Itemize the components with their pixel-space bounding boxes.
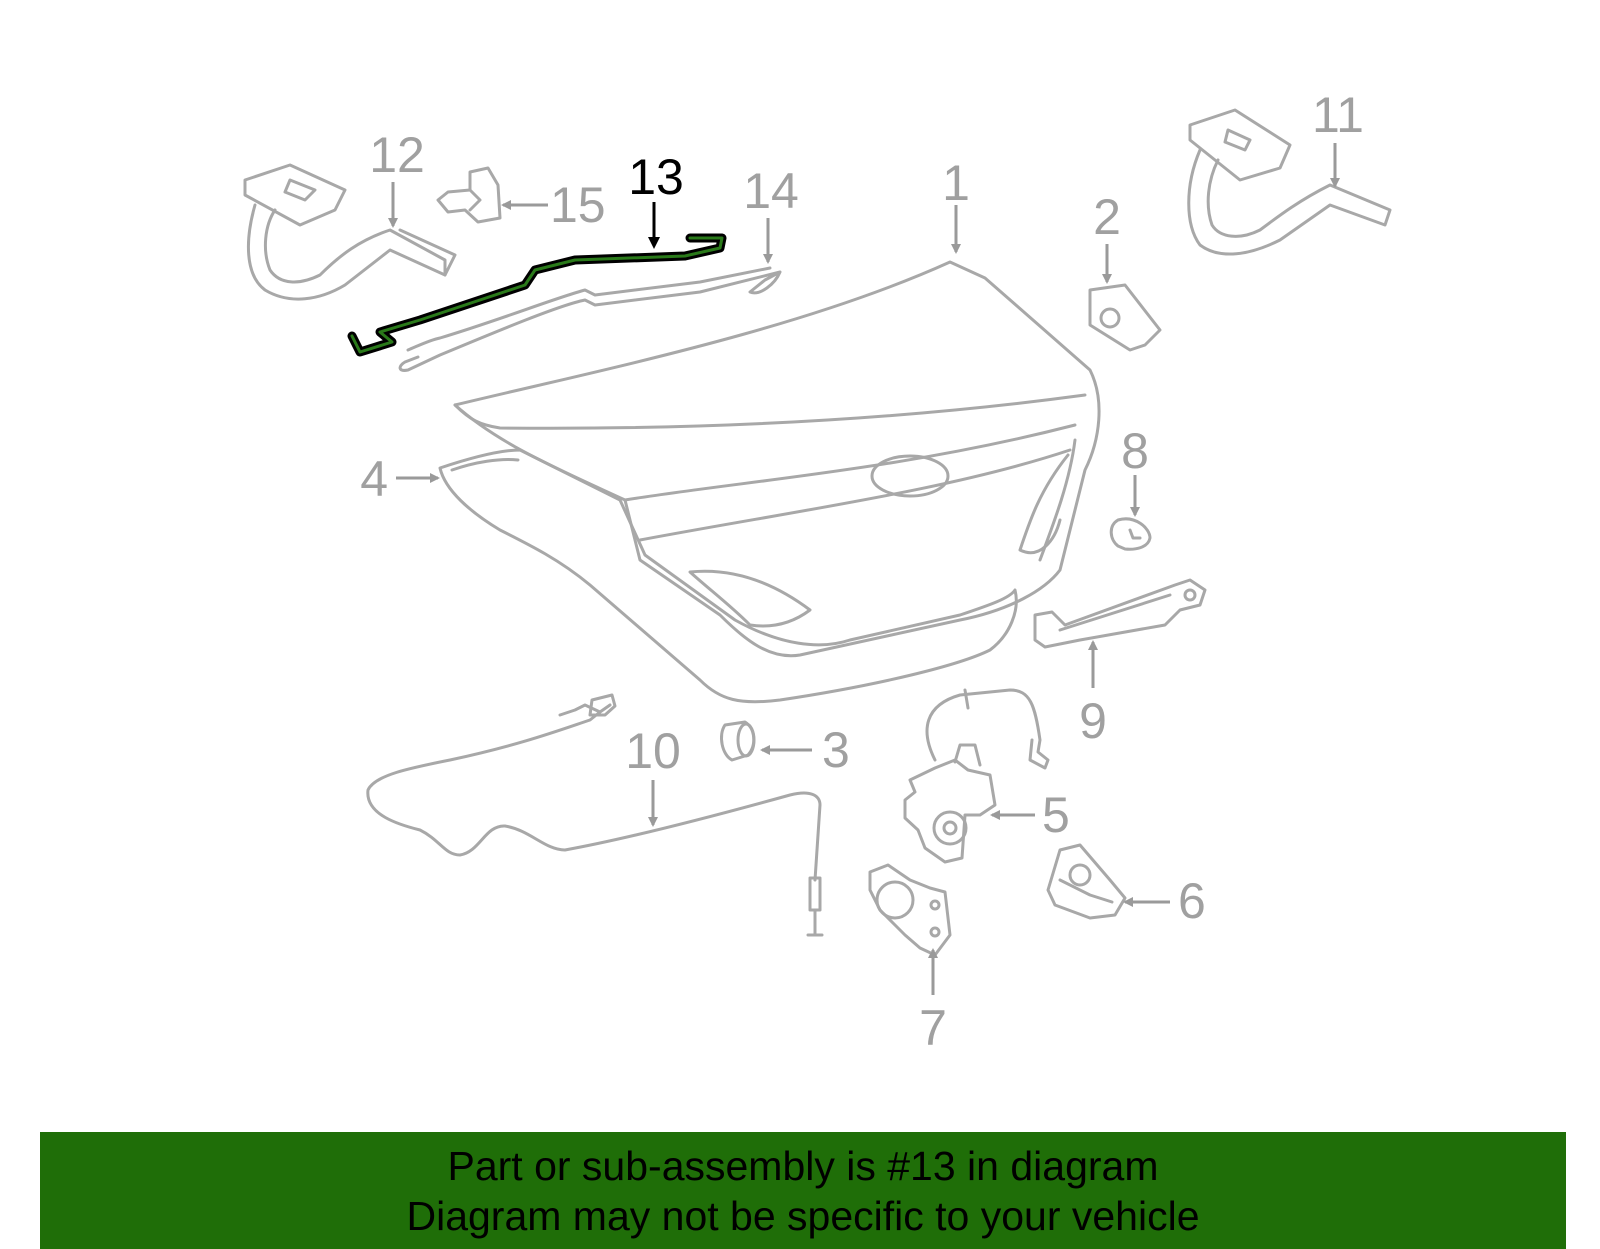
part-11-right-hinge [1187, 108, 1392, 256]
part-4-weatherstrip [438, 448, 1018, 704]
part-10-release-cable [366, 693, 824, 937]
part-5-lock-assembly [903, 688, 1050, 864]
svg-text:8: 8 [1121, 423, 1149, 479]
part-12-left-hinge [243, 163, 457, 301]
part-14-torsion-bar [398, 266, 782, 372]
callout-14: 14 [743, 163, 799, 264]
svg-text:1: 1 [942, 155, 970, 211]
info-banner: Part or sub-assembly is #13 in diagram D… [40, 1132, 1566, 1249]
callout-15: 15 [501, 177, 606, 233]
callout-4: 4 [360, 451, 440, 507]
callout-11: 11 [1312, 87, 1364, 188]
svg-text:15: 15 [550, 177, 606, 233]
callout-13-highlighted: 13 [628, 149, 684, 249]
svg-text:4: 4 [360, 451, 388, 507]
part-15-clip [436, 166, 502, 224]
svg-text:7: 7 [919, 1000, 947, 1056]
part-2-stopper [1088, 283, 1162, 352]
part-9-bracket [1033, 578, 1207, 649]
callout-12: 12 [369, 127, 425, 228]
part-13-torsion-bar-highlighted [347, 233, 727, 357]
svg-text:3: 3 [822, 722, 850, 778]
part-6-cover [1046, 843, 1127, 920]
callout-1: 1 [942, 155, 970, 254]
banner-line-part-number: Part or sub-assembly is #13 in diagram [447, 1142, 1159, 1189]
banner-line-disclaimer: Diagram may not be specific to your vehi… [406, 1192, 1200, 1239]
part-7-cover [868, 863, 952, 957]
callout-9: 9 [1079, 640, 1107, 749]
svg-text:11: 11 [1312, 87, 1364, 143]
callout-10: 10 [625, 723, 681, 827]
svg-text:14: 14 [743, 163, 799, 219]
svg-text:6: 6 [1178, 873, 1206, 929]
svg-text:9: 9 [1079, 693, 1107, 749]
part-3-cushion [720, 720, 756, 762]
svg-text:13: 13 [628, 149, 684, 205]
part-8-cushion [1109, 517, 1152, 551]
svg-text:10: 10 [625, 723, 681, 779]
callout-7: 7 [919, 948, 947, 1056]
callout-5: 5 [990, 787, 1070, 843]
callout-6: 6 [1123, 873, 1206, 929]
svg-text:12: 12 [369, 127, 425, 183]
callout-3: 3 [760, 722, 850, 778]
part-1-trunk-lid [453, 260, 1101, 658]
svg-text:5: 5 [1042, 787, 1070, 843]
svg-text:2: 2 [1093, 189, 1121, 245]
callout-2: 2 [1093, 189, 1121, 284]
callout-8: 8 [1121, 423, 1149, 517]
